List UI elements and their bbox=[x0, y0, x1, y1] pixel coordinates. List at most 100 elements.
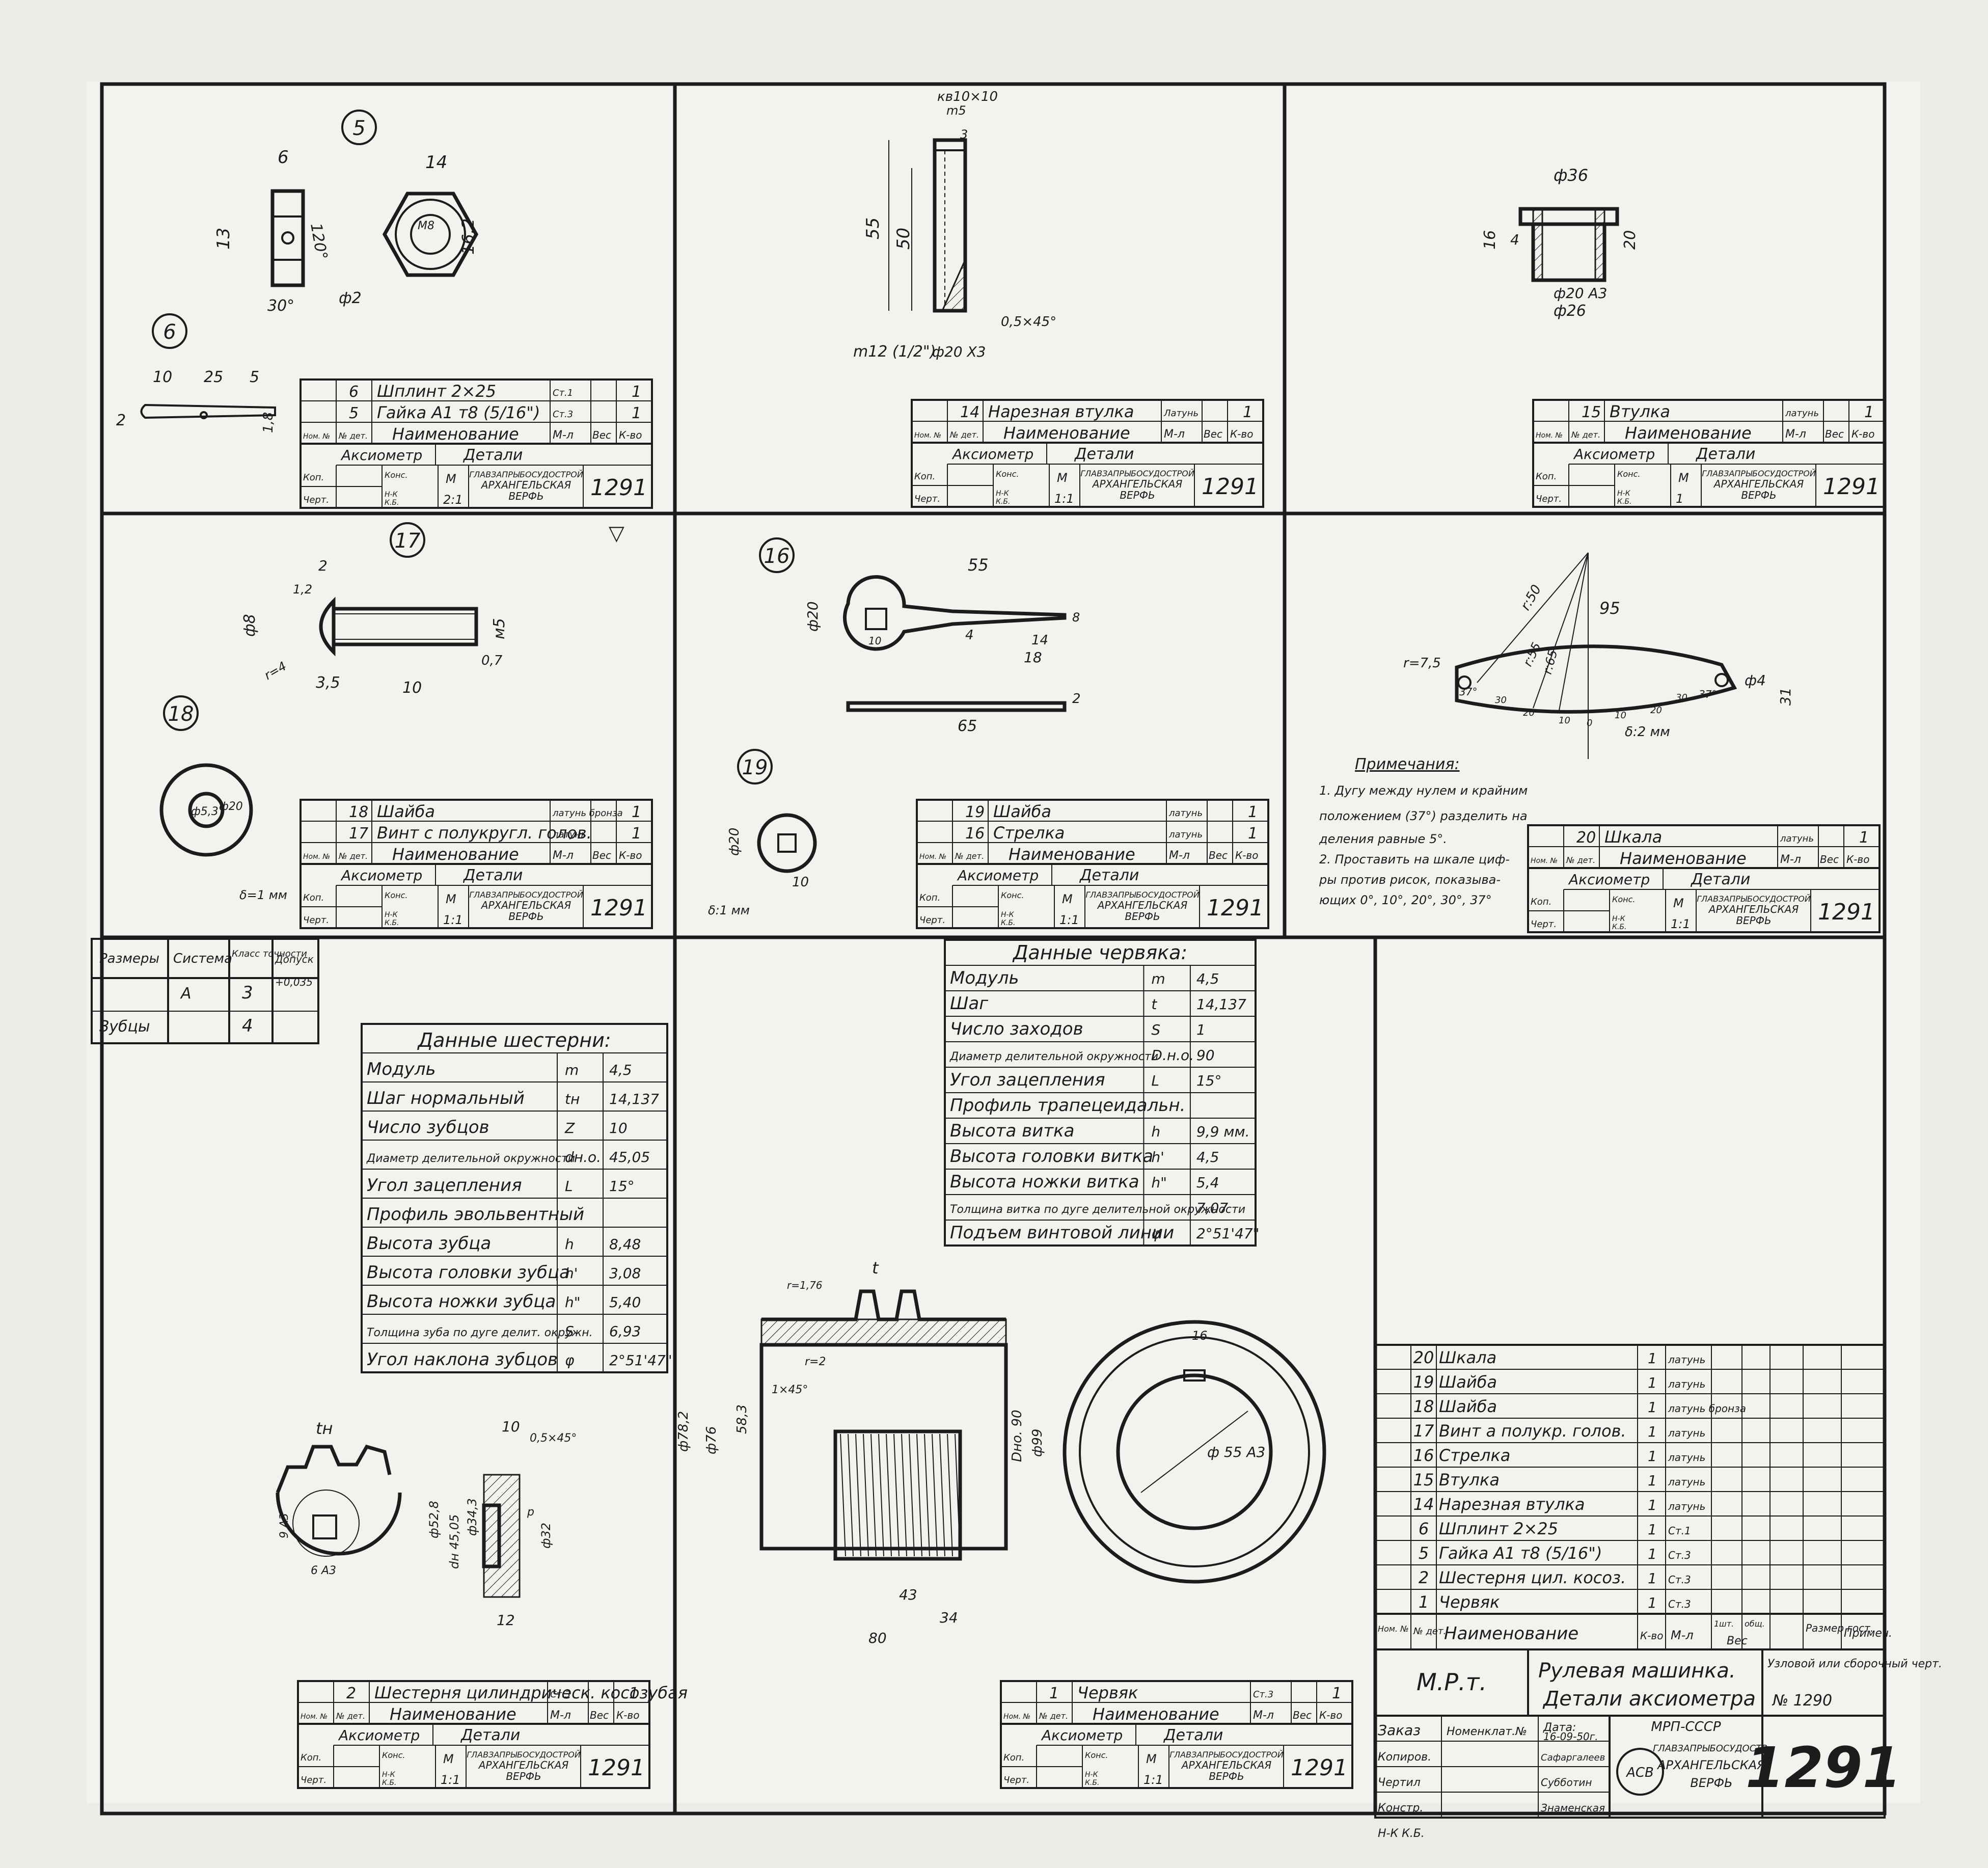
part-name: Винт с полукругл. голов. bbox=[377, 823, 592, 843]
param-value: 2°51'47" bbox=[1196, 1225, 1260, 1242]
part-material: латунь bbox=[1168, 808, 1203, 819]
group-name: Детали bbox=[1163, 1726, 1223, 1744]
svg-text:2: 2 bbox=[1072, 691, 1081, 707]
balloon-label: 5 bbox=[352, 117, 365, 140]
param-symbol: h bbox=[1151, 1123, 1160, 1140]
scale-value: 1:1 bbox=[1143, 1773, 1163, 1787]
label-kons: Конс. bbox=[1617, 469, 1641, 479]
pointer-arrow bbox=[843, 575, 1067, 651]
part-material: Ст.3 bbox=[553, 409, 573, 420]
header-material: М-л bbox=[1164, 428, 1185, 441]
bom-material: латунь bbox=[1668, 1378, 1705, 1390]
param-name: Высота зубца bbox=[367, 1233, 491, 1254]
bom-material: латунь bbox=[1668, 1451, 1705, 1464]
svg-text:10: 10 bbox=[153, 368, 172, 386]
signer-name: Сафаргалеев bbox=[1541, 1752, 1605, 1763]
svg-text:14: 14 bbox=[425, 152, 447, 173]
param-symbol: φ bbox=[565, 1352, 575, 1369]
svg-text:12: 12 bbox=[497, 1612, 515, 1629]
svg-text:ф4: ф4 bbox=[1745, 672, 1766, 689]
worm-end-view bbox=[1063, 1320, 1326, 1584]
part-qty: 1 bbox=[1248, 825, 1258, 843]
scale-value: 1:1 bbox=[1059, 913, 1079, 927]
gear-front-view bbox=[276, 1492, 402, 1556]
label-m: М bbox=[1057, 471, 1068, 485]
screw-shank bbox=[332, 607, 478, 646]
svg-text:r:65: r:65 bbox=[1540, 648, 1561, 675]
param-name: Модуль bbox=[950, 968, 1019, 988]
bom-material: Ст.3 bbox=[1668, 1574, 1691, 1586]
svg-text:ф20: ф20 bbox=[804, 601, 821, 632]
param-symbol: t bbox=[1151, 996, 1157, 1013]
label-kop: Коп. bbox=[303, 472, 324, 483]
assembly-name: Аксиометр bbox=[1568, 871, 1650, 888]
tolerance-table: Размеры Система Класс точности Допуск А … bbox=[91, 938, 319, 1044]
label-kons: Конс. bbox=[385, 470, 408, 480]
org-line: ВЕРФЬ bbox=[508, 910, 543, 923]
param-value: 7,07 bbox=[1196, 1200, 1229, 1216]
group-name: Детали bbox=[1074, 445, 1134, 463]
organization-abbr: М.Р.т. bbox=[1417, 1668, 1487, 1696]
assembly-name: Аксиометр bbox=[957, 867, 1039, 884]
label-chert: Черт. bbox=[1003, 1775, 1029, 1785]
label-kop: Коп. bbox=[1003, 1752, 1024, 1763]
drawing-number: 1291 bbox=[1207, 895, 1264, 921]
bom-qty: 1 bbox=[1648, 1399, 1657, 1416]
param-name: Толщина витка по дуге делительной окружн… bbox=[950, 1203, 1245, 1216]
part-number: 14 bbox=[960, 403, 979, 421]
bom-qty: 1 bbox=[1648, 1374, 1657, 1391]
bom-part-number: 20 bbox=[1413, 1348, 1434, 1367]
svg-text:6 А3: 6 А3 bbox=[311, 1564, 336, 1577]
label-nomenclature: Номенклат.№ bbox=[1447, 1725, 1527, 1738]
scale-value: 1:1 bbox=[441, 1773, 460, 1787]
svg-text:65: 65 bbox=[958, 717, 977, 735]
part-name: Стрелка bbox=[993, 823, 1065, 843]
part-material: Латунь bbox=[1163, 408, 1199, 419]
label-kons: Конс. bbox=[1612, 895, 1636, 904]
param-value: 15° bbox=[1196, 1072, 1222, 1089]
param-value: 8,48 bbox=[609, 1236, 641, 1253]
header-no: Ном. № bbox=[919, 853, 946, 861]
panel-gear: Размеры Система Класс точности Допуск А … bbox=[91, 938, 672, 1629]
svg-text:8: 8 bbox=[1072, 610, 1080, 625]
org-line: АРХАНГЕЛЬСКАЯ bbox=[1092, 478, 1183, 490]
param-name: Высота ножки витка bbox=[950, 1172, 1139, 1192]
header-weight: Вес bbox=[1825, 428, 1844, 440]
param-symbol: h' bbox=[1151, 1149, 1164, 1166]
bom-part-number: 14 bbox=[1413, 1495, 1434, 1514]
param-name: Число заходов bbox=[950, 1019, 1083, 1039]
part-qty: 1 bbox=[632, 825, 641, 843]
svg-text:+0,035: +0,035 bbox=[275, 976, 313, 988]
param-value: 10 bbox=[609, 1120, 628, 1136]
param-value: 14,137 bbox=[1196, 996, 1246, 1013]
label-m: М bbox=[1146, 1752, 1157, 1766]
worm-body bbox=[759, 1343, 1008, 1551]
svg-text:р: р bbox=[527, 1506, 534, 1519]
label-kb: К.Б. bbox=[385, 919, 399, 927]
svg-text:0,5×45°: 0,5×45° bbox=[530, 1432, 577, 1445]
nut-side-view bbox=[270, 189, 305, 287]
org-line: ГЛАВЗАПРЫБОСУДОСТРОЙ bbox=[1702, 469, 1816, 478]
note-line: 2. Проставить на шкале циф- bbox=[1319, 852, 1510, 867]
svg-text:31: 31 bbox=[1777, 687, 1794, 706]
header-weight: Вес bbox=[1204, 428, 1222, 440]
svg-text:34: 34 bbox=[940, 1609, 958, 1626]
header-qty: К-во bbox=[1319, 1709, 1342, 1721]
header-det: № дет. bbox=[949, 430, 979, 440]
org-line: АРХАНГЕЛЬСКАЯ bbox=[480, 479, 571, 491]
param-value: 1 bbox=[1196, 1021, 1206, 1038]
svg-text:ф52,8: ф52,8 bbox=[427, 1501, 441, 1538]
param-name: Угол наклона зубцов bbox=[367, 1349, 558, 1370]
header-qty: К-во bbox=[1230, 428, 1253, 440]
header-name: Наименование bbox=[1009, 845, 1135, 864]
param-symbol: tн bbox=[565, 1091, 580, 1107]
header-material: М-л bbox=[1785, 428, 1806, 441]
date-value: 16-09-50г. bbox=[1543, 1730, 1598, 1743]
svg-text:13: 13 bbox=[213, 228, 234, 250]
part-qty: 1 bbox=[632, 383, 641, 401]
label-kb: К.Б. bbox=[382, 1779, 396, 1787]
part-qty: 1 bbox=[632, 803, 641, 821]
header-no: Ном. № bbox=[1531, 857, 1558, 865]
svg-text:6: 6 bbox=[278, 147, 289, 168]
